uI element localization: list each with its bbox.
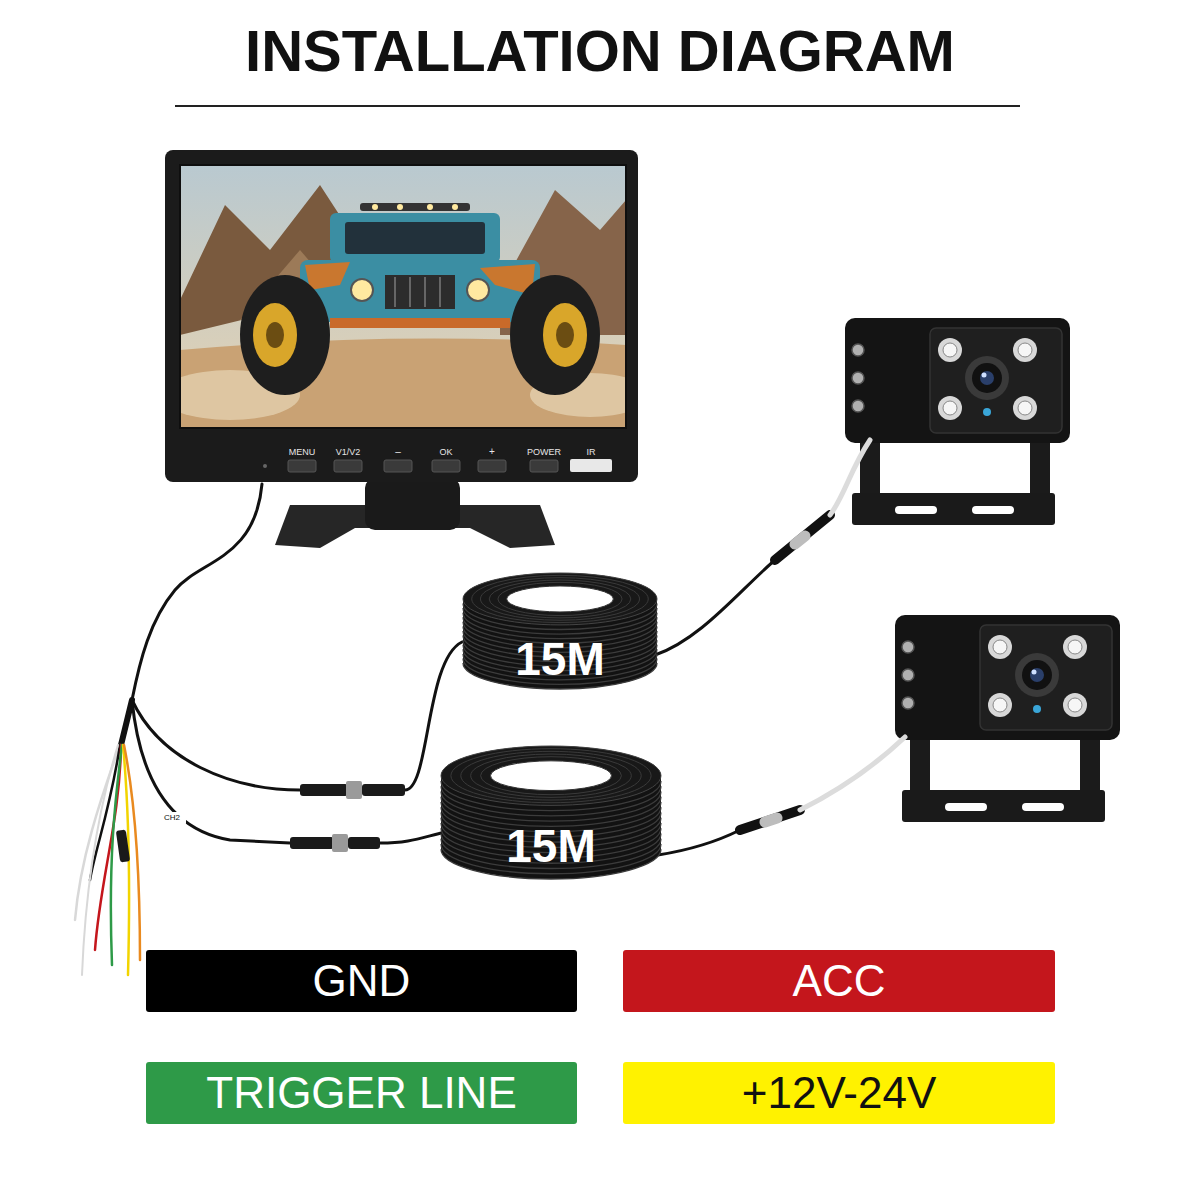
button-label: IR — [587, 448, 596, 457]
coil-ring — [472, 575, 649, 622]
button-label: MENU — [289, 448, 316, 457]
legend-text: GND — [313, 959, 411, 1003]
power-led — [263, 464, 267, 468]
legend-text: ACC — [793, 959, 886, 1003]
coil-ring — [480, 578, 639, 621]
channel-label: CH2 — [164, 814, 180, 822]
coil-body — [441, 746, 661, 879]
legend-swatch: ACC — [623, 950, 1055, 1012]
legend-swatch: +12V-24V — [623, 1062, 1055, 1124]
coil-ring — [451, 749, 651, 803]
coil-ring — [481, 757, 622, 795]
button-label: – — [395, 447, 401, 457]
button — [478, 460, 506, 472]
connectors — [116, 781, 405, 863]
title: INSTALLATION DIAGRAM — [0, 22, 1200, 80]
label-patch — [158, 812, 186, 825]
coil-ring — [498, 582, 622, 615]
coil-length: 15M — [462, 572, 658, 682]
title-underline — [175, 105, 1020, 107]
coil-body — [463, 573, 657, 689]
cable-coil: 15M — [440, 745, 662, 880]
coil-hole — [507, 586, 614, 612]
camera — [895, 615, 1120, 822]
monitor-neck — [365, 478, 460, 530]
coil-length: 15M — [440, 745, 662, 869]
button-label: POWER — [527, 448, 561, 457]
legend-text: +12V-24V — [742, 1071, 937, 1115]
legend-swatch: TRIGGER LINE — [146, 1062, 577, 1124]
monitor-bezel — [165, 150, 638, 482]
button-label: OK — [439, 448, 452, 457]
ir-window — [570, 459, 612, 472]
coil-hole — [491, 761, 612, 791]
cables — [75, 440, 905, 975]
legend-swatch: GND — [146, 950, 577, 1012]
legend-text: TRIGGER LINE — [206, 1071, 517, 1115]
coil-ring — [461, 751, 641, 800]
coil-ring — [489, 580, 631, 618]
button-label: + — [489, 447, 495, 457]
coil-top — [463, 573, 657, 625]
button — [530, 460, 558, 472]
button-label: V1/V2 — [336, 448, 361, 457]
screen-picture — [180, 165, 626, 428]
camera — [845, 318, 1070, 525]
button — [432, 460, 460, 472]
button — [288, 460, 316, 472]
coil-ring — [471, 754, 632, 797]
coil-top — [441, 746, 661, 805]
button — [334, 460, 362, 472]
button — [384, 460, 412, 472]
screen-frame — [180, 165, 626, 428]
cable-coil: 15M — [462, 572, 658, 690]
